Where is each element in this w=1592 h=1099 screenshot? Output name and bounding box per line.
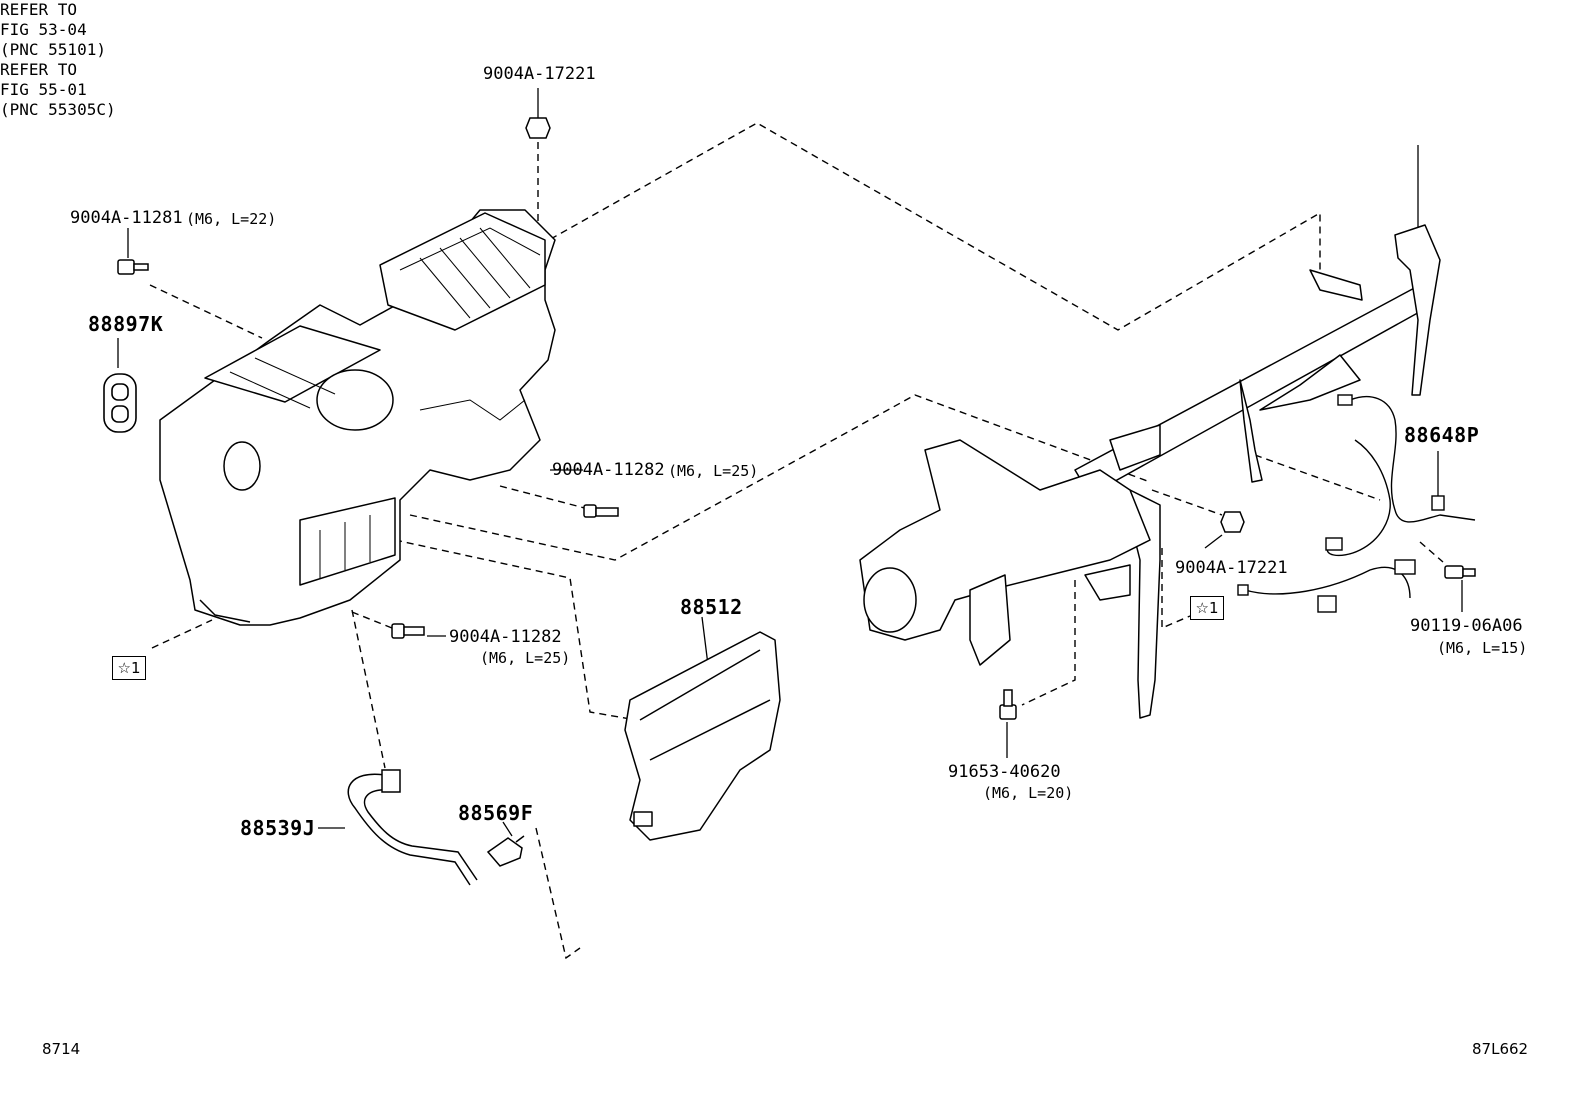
refer-top-line1: REFER TO [0, 60, 78, 79]
label-bolt-low-part: 9004A-11282 [449, 627, 562, 647]
label-bolt-low-spec: (M6, L=25) [480, 649, 571, 667]
hose-drawing [347, 769, 478, 886]
label-bolt-mid-part: 9004A-11282 [552, 460, 665, 480]
solid-leader-lines [117, 88, 1463, 837]
refer-bottom-line1: REFER TO [0, 0, 78, 19]
label-grommet: 88897K [88, 312, 164, 336]
fasteners [117, 117, 1476, 720]
star-marker-right: ☆1 [1190, 596, 1224, 620]
harness-drawing [1237, 394, 1476, 613]
label-bolt-left-part: 9004A-11281 [70, 208, 183, 228]
duct-drawing [624, 631, 781, 841]
refer-bottom-line2: FIG 53-04 [0, 20, 87, 39]
refer-bottom-line3: (PNC 55101) [0, 40, 106, 59]
sensor-drawing [486, 835, 525, 867]
label-harness: 88648P [1404, 423, 1480, 447]
grommet-drawing [103, 373, 137, 433]
label-hose: 88539J [240, 816, 316, 840]
label-bolt-left-spec: (M6, L=22) [186, 210, 277, 228]
star-marker-left: ☆1 [112, 656, 146, 680]
footer-code-left: 8714 [42, 1040, 81, 1058]
label-nut-top: 9004A-17221 [483, 64, 596, 84]
hvac-unit-detail [229, 227, 541, 578]
refer-top-line2: FIG 55-01 [0, 80, 87, 99]
label-bolt-right-part: 90119-06A06 [1410, 616, 1523, 636]
label-duct: 88512 [680, 595, 743, 619]
refer-top-line3: (PNC 55305C) [0, 100, 116, 119]
label-nut-right: 9004A-17221 [1175, 558, 1288, 578]
hvac-unit-drawing [159, 209, 556, 626]
label-sensor: 88569F [458, 801, 534, 825]
footer-code-right: 87L662 [1472, 1040, 1529, 1058]
label-bolt-bottom-spec: (M6, L=20) [983, 784, 1074, 802]
label-bolt-bottom-part: 91653-40620 [948, 762, 1061, 782]
label-bolt-right-spec: (M6, L=15) [1437, 639, 1528, 657]
label-bolt-mid-spec: (M6, L=25) [668, 462, 759, 480]
crossbar-drawing [859, 224, 1441, 719]
